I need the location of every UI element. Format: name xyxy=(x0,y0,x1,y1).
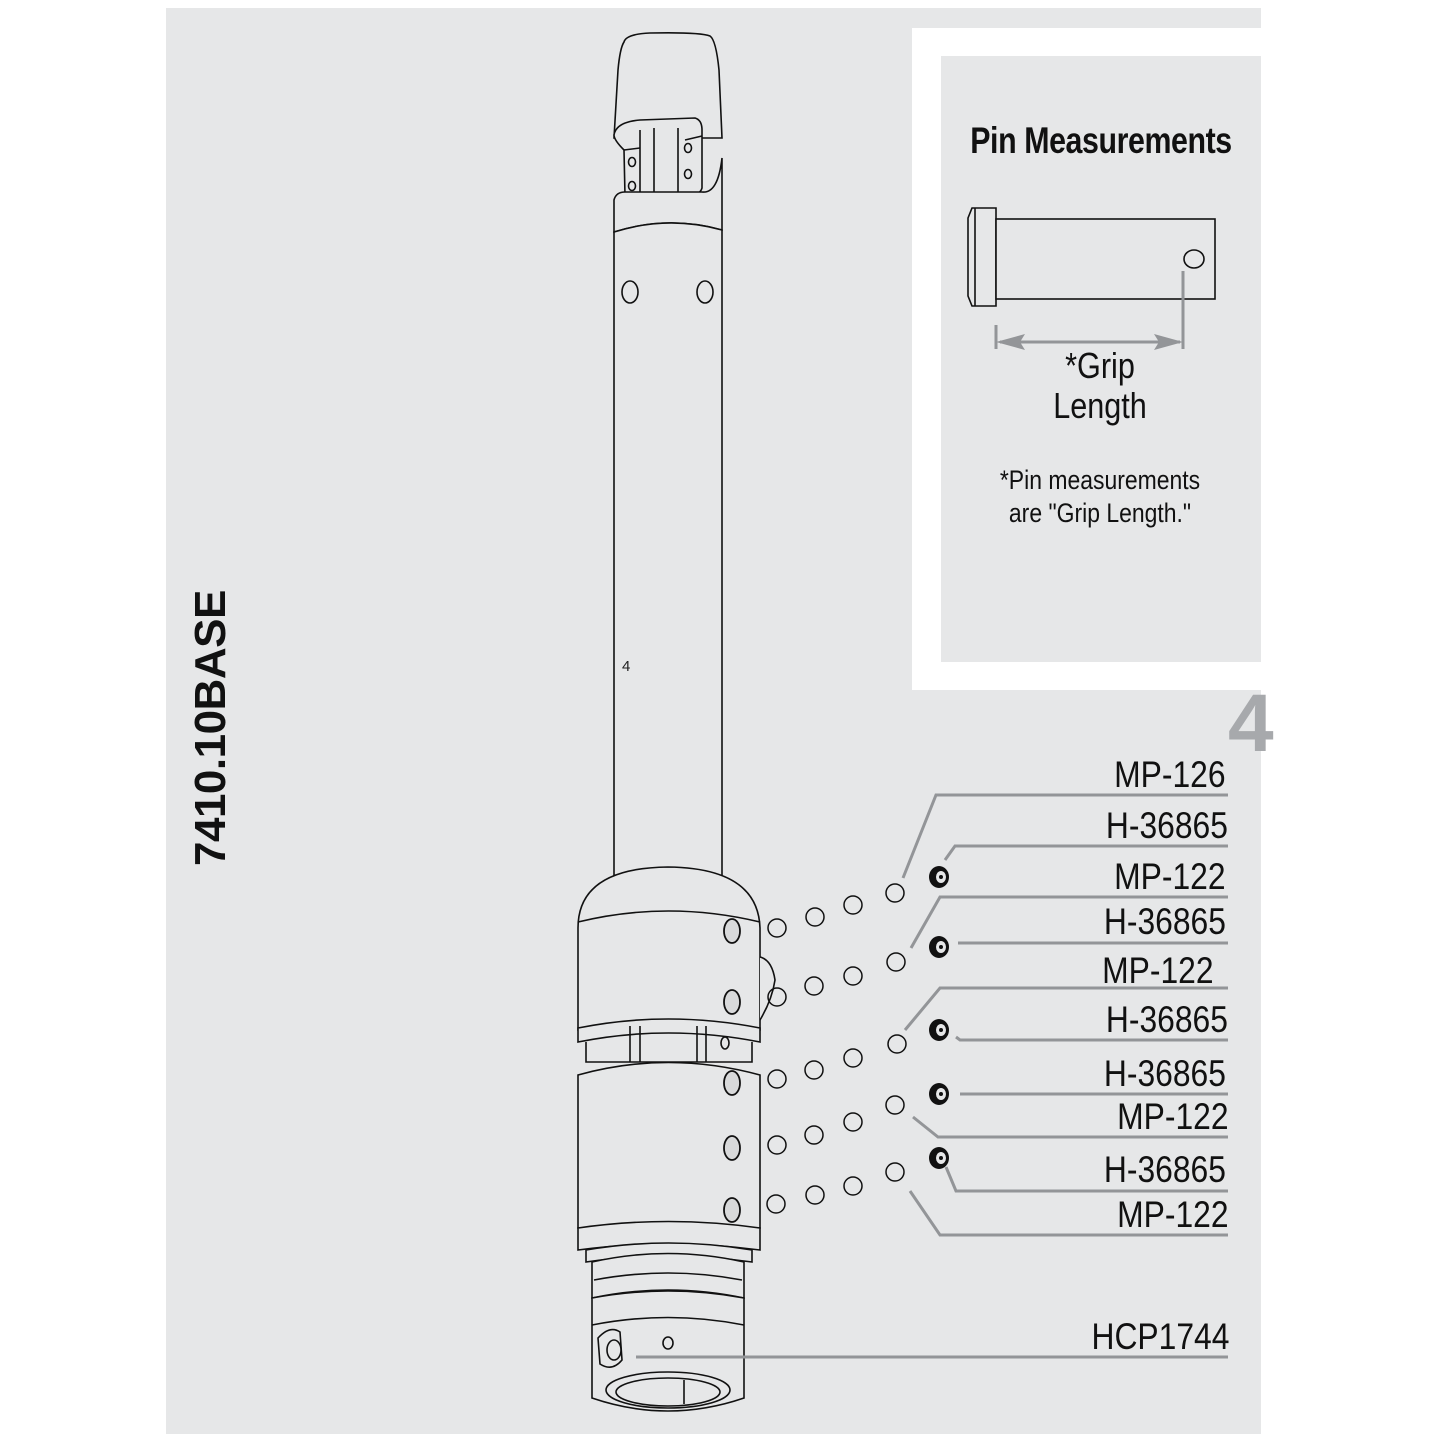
mount-base-assembly-icon xyxy=(577,32,776,1412)
part-label-mp-122: MP-122 xyxy=(1102,950,1214,991)
grip-label-line1: *Grip xyxy=(1065,345,1135,386)
pin-measurements-inset xyxy=(941,56,1261,662)
part-label-h-36865: H-36865 xyxy=(1105,805,1228,846)
part-label-mp-126: MP-126 xyxy=(1114,754,1226,795)
grip-label-line2: Length xyxy=(1053,385,1147,426)
part-label-h-36865: H-36865 xyxy=(1105,999,1228,1040)
part-label-mp-122: MP-122 xyxy=(1117,1194,1229,1235)
shaft-callout-number: 4 xyxy=(622,658,631,675)
note-line2: are "Grip Length." xyxy=(1008,498,1192,528)
part-label-h-36865: H-36865 xyxy=(1103,1149,1226,1190)
note-line1: *Pin measurements xyxy=(999,465,1201,495)
part-label-mp-122: MP-122 xyxy=(1114,856,1226,897)
section-number: 4 xyxy=(1228,678,1274,769)
clevis-pin-icon xyxy=(967,207,1216,307)
part-label-h-36865: H-36865 xyxy=(1103,901,1226,942)
part-label-hcp1744: HCP1744 xyxy=(1091,1316,1229,1357)
housing-bolt-heads xyxy=(723,918,741,1223)
part-label-mp-122: MP-122 xyxy=(1117,1096,1229,1137)
inset-title: Pin Measurements xyxy=(970,120,1232,161)
model-title: 7410.10BASE xyxy=(186,590,235,866)
part-label-h-36865: H-36865 xyxy=(1103,1053,1226,1094)
leader-lines xyxy=(636,793,1228,1359)
exploded-washers-icon xyxy=(766,883,907,1214)
hex-screws-icon xyxy=(929,866,949,1169)
pin-measurement-note: *Pin measurements are "Grip Length." xyxy=(981,464,1219,530)
grip-length-dimension-arrow xyxy=(994,271,1185,350)
grip-length-label: *Grip Length xyxy=(1015,346,1185,426)
